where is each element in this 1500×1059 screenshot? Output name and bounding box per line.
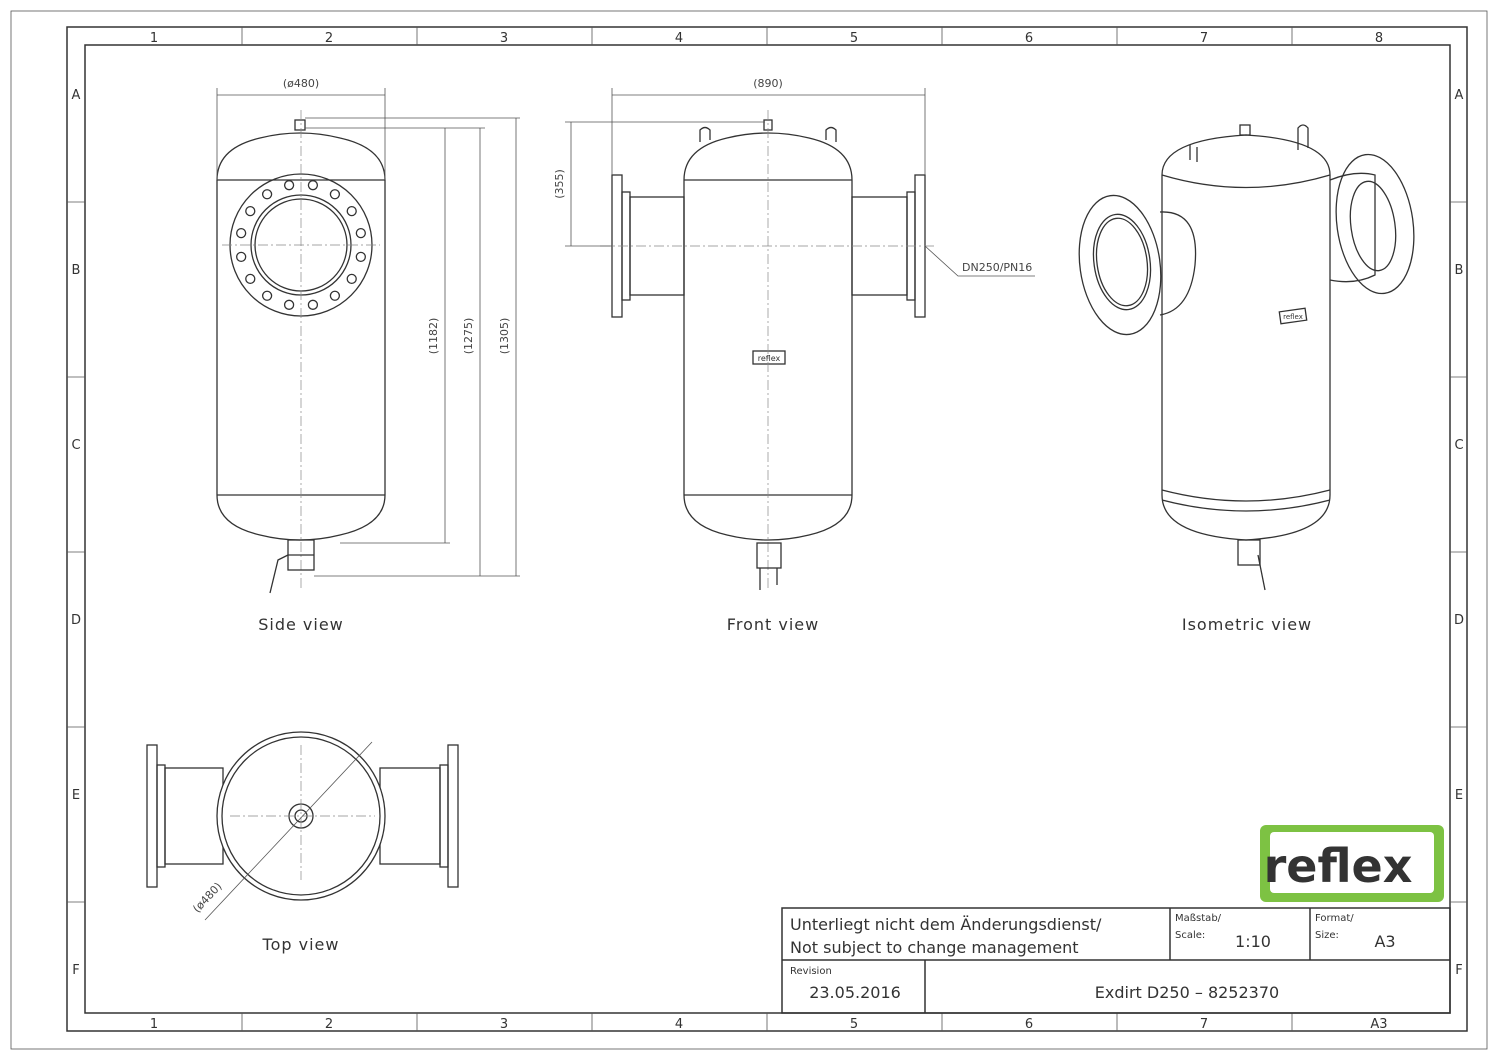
isometric-view-label: Isometric view — [1182, 615, 1312, 634]
sheet-border — [10, 10, 1488, 1050]
grid-row-label: A — [72, 88, 81, 103]
side-view-label: Side view — [258, 615, 344, 634]
bolt-hole — [355, 251, 366, 263]
bolt-hole — [283, 299, 295, 310]
grid-column-label-bottom: 5 — [850, 1017, 858, 1032]
grid-row-label: E — [72, 788, 80, 803]
grid-row-label: E — [1455, 788, 1463, 803]
dim-1305: (1305) — [498, 318, 511, 355]
title-block: Unterliegt nicht dem Änderungsdienst/ No… — [781, 907, 1451, 1014]
scale-value: 1:10 — [1235, 932, 1271, 951]
bolt-hole — [245, 273, 256, 285]
side-view: (ø480) (1182) (1275) (1305) Side view — [216, 77, 520, 634]
note-english: Not subject to change management — [790, 938, 1079, 957]
grid-column-label-bottom: A3 — [1370, 1017, 1387, 1032]
grid-column-label: 6 — [1025, 31, 1033, 46]
revision-label: Revision — [790, 966, 832, 977]
bolt-hole — [245, 205, 256, 217]
grid-column-label-bottom: 6 — [1025, 1017, 1033, 1032]
bolt-hole — [307, 299, 319, 310]
bolt-hole — [329, 290, 341, 301]
grid-row-label: B — [1455, 263, 1464, 278]
front-badge-text: reflex — [758, 354, 781, 363]
front-view: reflex (890) (355) DN250/PN16 Front view — [553, 77, 1035, 634]
reflex-logo: reflex — [1260, 825, 1444, 902]
dim-355: (355) — [553, 169, 566, 199]
top-view: (ø480) Top view — [146, 731, 459, 954]
grid-column-label: 1 — [150, 31, 158, 46]
bolt-hole — [283, 180, 295, 191]
isometric-view: reflex Isometric view — [1078, 124, 1415, 634]
grid-row-label: B — [72, 263, 81, 278]
grid-column-label-bottom: 2 — [325, 1017, 333, 1032]
bolt-hole — [261, 290, 273, 301]
bolt-hole — [346, 205, 357, 217]
inner-frame — [84, 44, 1451, 1014]
scale-label-de: Maßstab/ — [1175, 913, 1222, 924]
grid-column-label-bottom: 1 — [150, 1017, 158, 1032]
flange-note: DN250/PN16 — [962, 261, 1032, 274]
revision-date: 23.05.2016 — [809, 983, 901, 1002]
grid-ticks — [67, 27, 1467, 1031]
format-label-en: Size: — [1315, 930, 1339, 941]
dim-1275: (1275) — [462, 318, 475, 355]
scale-label-en: Scale: — [1175, 930, 1205, 941]
bolt-hole — [307, 180, 319, 191]
dim-side-width: (ø480) — [283, 77, 319, 90]
grid-column-label: 3 — [500, 31, 508, 46]
grid-row-label: F — [72, 963, 79, 978]
dim-front-width: (890) — [753, 77, 783, 90]
bolt-hole — [261, 189, 273, 200]
grid-column-label: 5 — [850, 31, 858, 46]
note-german: Unterliegt nicht dem Änderungsdienst/ — [790, 915, 1102, 934]
dim-1182: (1182) — [427, 318, 440, 355]
grid-column-label-bottom: 7 — [1200, 1017, 1208, 1032]
bolt-hole — [355, 227, 366, 239]
iso-badge-text: reflex — [1283, 313, 1303, 321]
logo-text: reflex — [1264, 839, 1413, 893]
bolt-hole — [329, 189, 341, 200]
grid-row-label: D — [1454, 613, 1464, 628]
grid-row-label: F — [1455, 963, 1462, 978]
grid-column-label: 7 — [1200, 31, 1208, 46]
drawing-title: Exdirt D250 – 8252370 — [1095, 983, 1279, 1002]
grid-column-label: 8 — [1375, 31, 1383, 46]
grid-column-label-bottom: 3 — [500, 1017, 508, 1032]
dim-top-diameter: (ø480) — [190, 880, 224, 915]
format-label-de: Format/ — [1315, 913, 1354, 924]
grid-column-label: 4 — [675, 31, 683, 46]
grid-row-label: D — [71, 613, 81, 628]
front-view-label: Front view — [727, 615, 819, 634]
front-badge — [752, 350, 786, 365]
format-value: A3 — [1374, 932, 1395, 951]
grid-row-label: A — [1455, 88, 1464, 103]
top-view-label: Top view — [262, 935, 340, 954]
bolt-hole — [236, 227, 247, 239]
bolt-hole — [346, 273, 357, 285]
grid-column-label: 2 — [325, 31, 333, 46]
grid-row-label: C — [71, 438, 80, 453]
grid-row-label: C — [1454, 438, 1463, 453]
bolt-hole — [236, 251, 247, 263]
grid-column-label-bottom: 4 — [675, 1017, 683, 1032]
